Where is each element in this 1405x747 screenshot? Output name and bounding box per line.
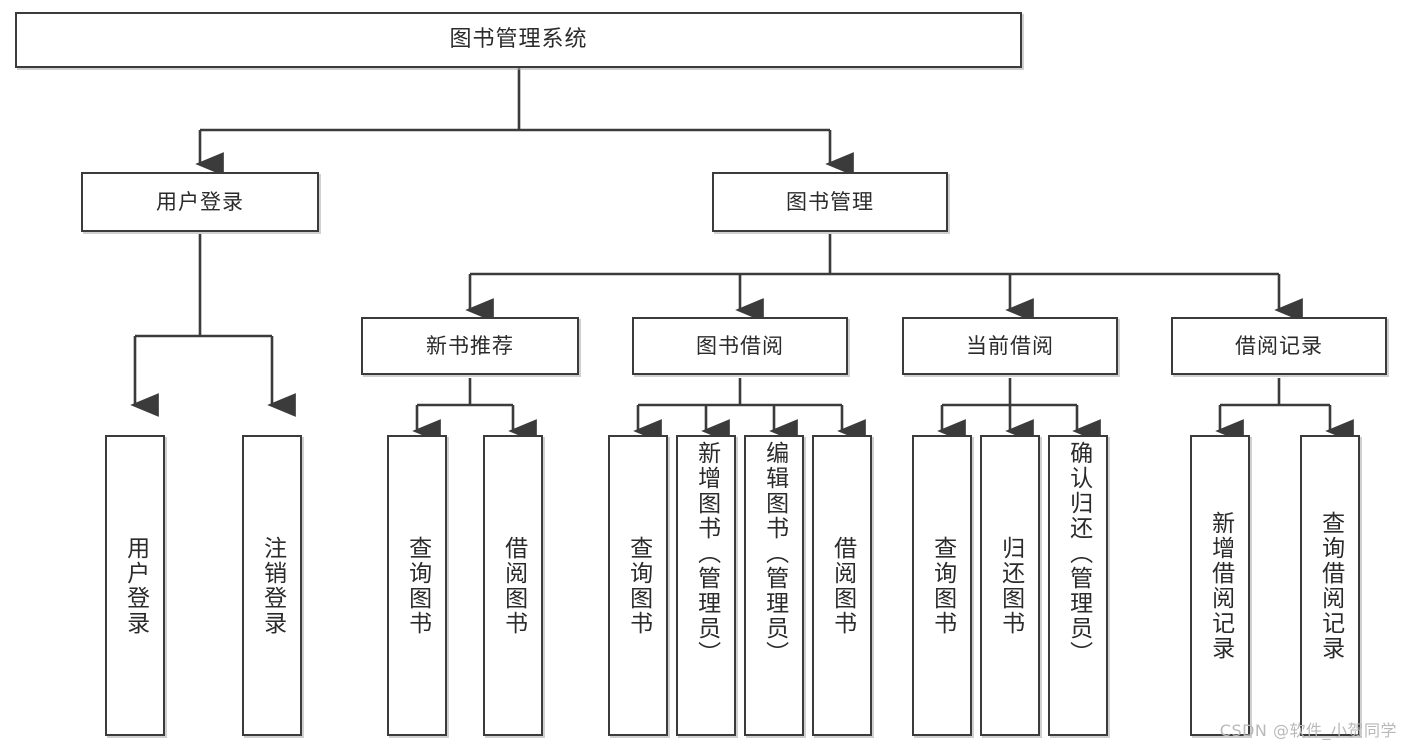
watermark-text: CSDN @软件_小贺同学	[1219, 721, 1397, 740]
node-label: 新增借阅记录	[1207, 510, 1234, 661]
leaf-book-borrow-add-book-admin[interactable]: 新增图书（管理员）	[676, 435, 736, 736]
leaf-borrow-records-add-record[interactable]: 新增借阅记录	[1190, 435, 1250, 736]
leaf-user-login-logout[interactable]: 注销登录	[242, 435, 302, 736]
node-current-borrow[interactable]: 当前借阅	[902, 317, 1118, 375]
node-label: 用户登录	[122, 535, 149, 636]
leaf-current-borrow-confirm-return-admin[interactable]: 确认归还（管理员）	[1048, 435, 1108, 736]
node-label: 新增图书（管理员）	[693, 441, 720, 666]
node-label: 查询图书	[625, 535, 652, 636]
node-book-borrow[interactable]: 图书借阅	[632, 317, 848, 375]
leaf-user-login-login[interactable]: 用户登录	[105, 435, 165, 736]
leaf-current-borrow-query-books[interactable]: 查询图书	[912, 435, 972, 736]
node-label: 图书管理系统	[449, 27, 588, 53]
node-label: 图书借阅	[696, 333, 784, 358]
leaf-new-book-borrow-books[interactable]: 借阅图书	[483, 435, 543, 736]
node-root-system[interactable]: 图书管理系统	[15, 12, 1022, 68]
node-borrow-records[interactable]: 借阅记录	[1171, 317, 1387, 375]
leaf-book-borrow-borrow-books[interactable]: 借阅图书	[812, 435, 872, 736]
node-new-book-recommend[interactable]: 新书推荐	[361, 317, 579, 375]
node-label: 借阅图书	[829, 535, 856, 636]
leaf-borrow-records-query-record[interactable]: 查询借阅记录	[1300, 435, 1360, 736]
leaf-new-book-query-books[interactable]: 查询图书	[387, 435, 447, 736]
node-label: 确认归还（管理员）	[1065, 441, 1092, 666]
node-label: 当前借阅	[966, 333, 1054, 358]
node-label: 查询图书	[404, 535, 431, 636]
node-label: 新书推荐	[426, 333, 514, 358]
node-label: 编辑图书（管理员）	[761, 441, 788, 666]
node-label: 用户登录	[156, 189, 244, 214]
node-label: 查询图书	[929, 535, 956, 636]
node-label: 借阅图书	[500, 535, 527, 636]
node-book-management[interactable]: 图书管理	[712, 172, 948, 232]
node-label: 归还图书	[997, 535, 1024, 636]
leaf-book-borrow-edit-book-admin[interactable]: 编辑图书（管理员）	[744, 435, 804, 736]
node-label: 借阅记录	[1235, 333, 1323, 358]
node-label: 注销登录	[259, 535, 286, 636]
node-label: 查询借阅记录	[1317, 510, 1344, 661]
leaf-book-borrow-query-books[interactable]: 查询图书	[608, 435, 668, 736]
leaf-current-borrow-return-books[interactable]: 归还图书	[980, 435, 1040, 736]
node-label: 图书管理	[786, 189, 874, 214]
node-user-login[interactable]: 用户登录	[81, 172, 319, 232]
